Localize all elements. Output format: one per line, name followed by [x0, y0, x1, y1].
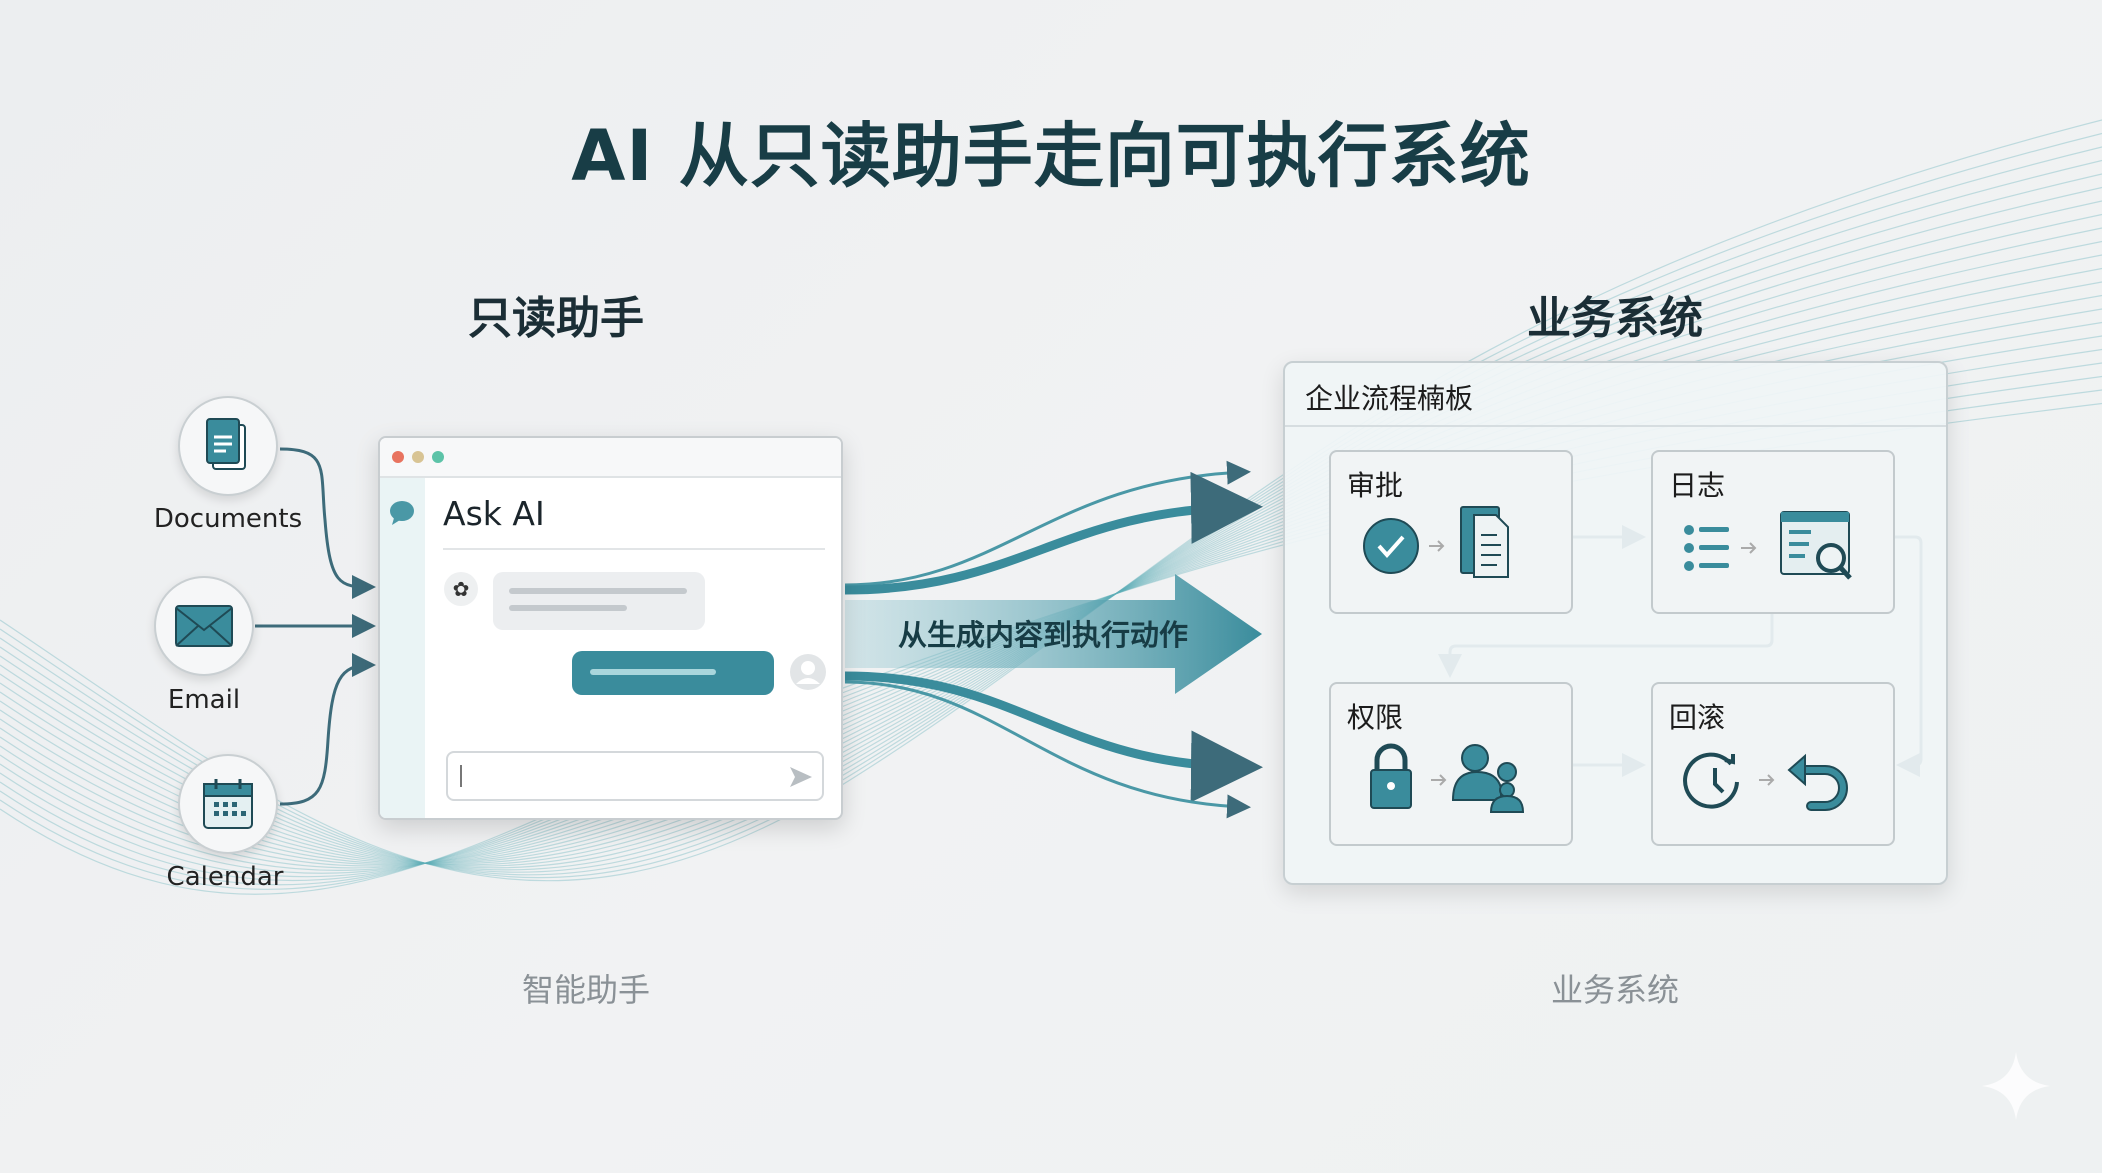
card-logs[interactable]: 日志 [1651, 450, 1895, 614]
card-permissions[interactable]: 权限 [1329, 682, 1573, 846]
documents-label: Documents [153, 504, 303, 534]
wave-line [0, 213, 2102, 866]
window-titlebar [380, 438, 841, 478]
wave-line [0, 119, 2102, 882]
wave-line [0, 186, 2102, 869]
wave-line [0, 159, 2102, 873]
card-approval[interactable]: 审批 [1329, 450, 1573, 614]
right-footer-label: 业务系统 [1550, 971, 1680, 1009]
chat-input[interactable] [446, 751, 824, 801]
ai-message-bubble [493, 572, 705, 630]
email-source[interactable] [154, 576, 254, 676]
ask-ai-window: Ask AI ✿ [378, 436, 843, 820]
transition-label: 从生成内容到执行动作 [898, 618, 1189, 652]
right-section-heading: 业务系统 [1527, 293, 1703, 344]
close-dot[interactable] [392, 451, 404, 463]
chat-sidebar [380, 478, 425, 818]
wave-line [0, 146, 2102, 876]
sparkle-icon [1982, 1052, 2050, 1120]
workflow-board: 企业流程楠板 审批 日志 权限 回滚 [1283, 361, 1948, 885]
users-icon [1451, 744, 1525, 813]
calendar-icon [203, 779, 253, 829]
documents-source[interactable] [178, 396, 278, 496]
chat-title: Ask AI [443, 494, 545, 533]
maximize-dot[interactable] [432, 451, 444, 463]
card-label: 权限 [1347, 701, 1404, 734]
user-message-bubble [572, 651, 774, 695]
wave-line [0, 173, 2102, 871]
wave-line [0, 132, 2102, 879]
log-search-icon [1780, 511, 1852, 580]
history-clock-icon [1683, 752, 1739, 809]
envelope-icon [175, 605, 233, 647]
check-circle-icon [1363, 518, 1419, 574]
wave-line [0, 200, 2102, 867]
send-icon[interactable] [788, 765, 814, 789]
document-icon [206, 418, 246, 470]
big-transition-arrow [845, 574, 1262, 694]
documents-icon [1460, 506, 1509, 578]
board-title: 企业流程楠板 [1285, 363, 1946, 427]
page-title: AI 从只读助手走向可执行系统 [571, 115, 1531, 197]
calendar-label: Calendar [166, 862, 284, 892]
left-footer-label: 智能助手 [521, 971, 651, 1009]
undo-icon [1787, 753, 1848, 811]
card-rollback[interactable]: 回滚 [1651, 682, 1895, 846]
email-label: Email [167, 685, 241, 715]
card-label: 日志 [1669, 469, 1726, 502]
card-label: 审批 [1347, 469, 1404, 502]
card-label: 回滚 [1669, 701, 1726, 734]
list-icon [1684, 525, 1729, 571]
user-avatar-icon [790, 654, 826, 690]
calendar-source[interactable] [178, 754, 278, 854]
chat-bubble-icon[interactable] [388, 500, 416, 526]
ai-avatar-icon: ✿ [444, 572, 478, 606]
divider [443, 548, 825, 550]
minimize-dot[interactable] [412, 451, 424, 463]
left-section-heading: 只读助手 [468, 293, 644, 344]
lock-icon [1370, 743, 1412, 809]
